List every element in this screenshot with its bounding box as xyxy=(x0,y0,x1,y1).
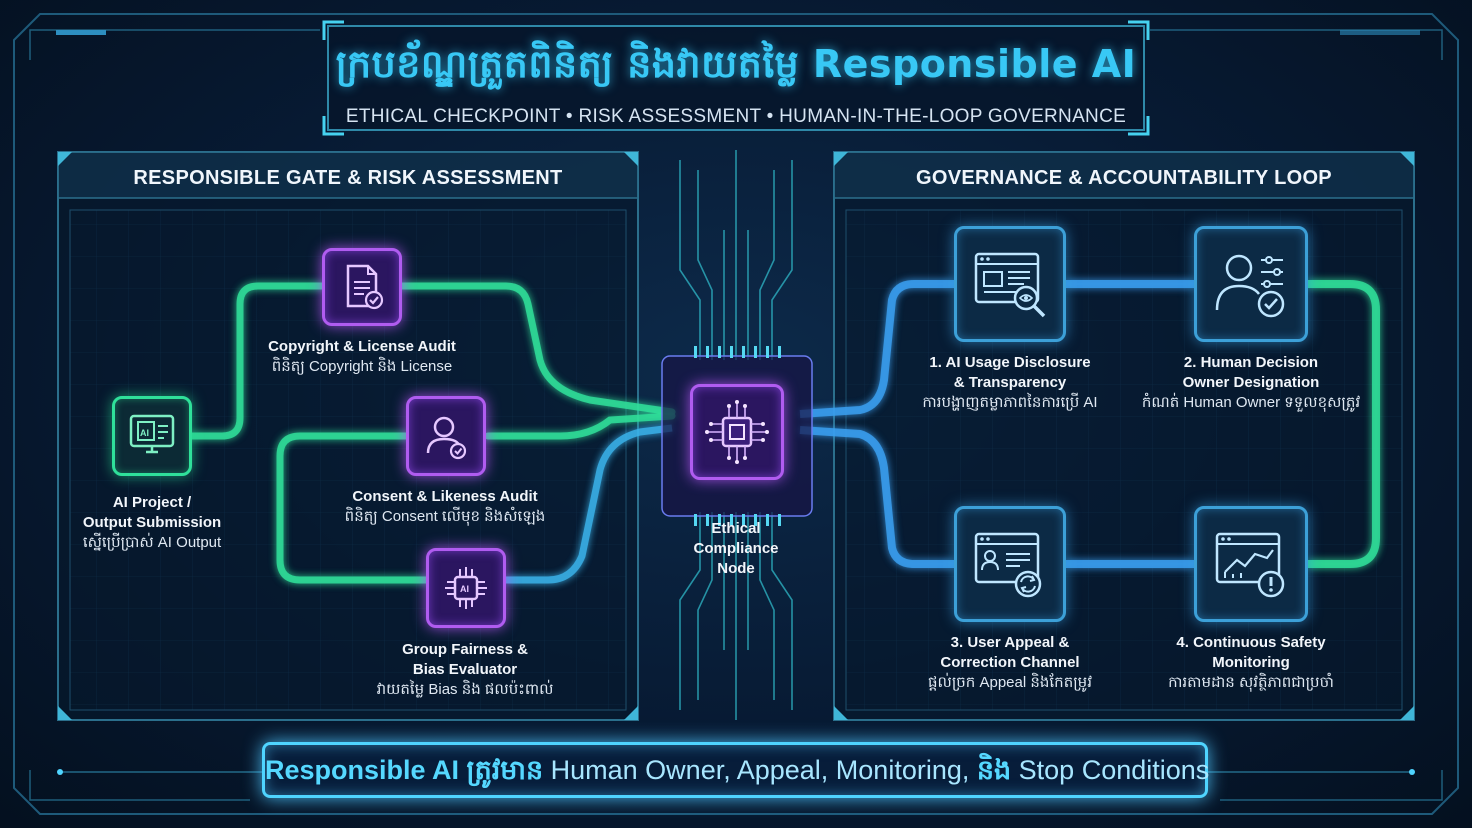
human-owner-icon xyxy=(1215,254,1285,318)
monitoring-alert-icon xyxy=(1215,532,1285,598)
right-panel-title: GOVERNANCE & ACCOUNTABILITY LOOP xyxy=(916,167,1332,189)
processor-chip-icon xyxy=(705,400,769,464)
blue-flow-lines xyxy=(799,280,1380,568)
appeal-refresh-icon xyxy=(974,532,1042,598)
ai-chip-icon: AI xyxy=(445,567,487,609)
person-check-icon xyxy=(426,416,467,460)
consent-audit-node xyxy=(406,396,486,476)
step-4-label: 4. Continuous Safety Monitoring ការតាមដា… xyxy=(1168,634,1334,691)
step-3-label: 3. User Appeal & Correction Channel ផ្តល… xyxy=(928,634,1092,691)
svg-text:AI: AI xyxy=(460,584,469,594)
document-check-icon xyxy=(346,264,384,310)
step-2-label: 2. Human Decision Owner Designation កំណត… xyxy=(1141,354,1361,411)
ethical-compliance-label: Ethical Compliance Node xyxy=(693,520,779,577)
copyright-audit-node xyxy=(322,248,402,326)
header: ក្របខ័ណ្ឌត្រួតពិនិត្យ និងវាយតម្លៃ Respon… xyxy=(328,26,1144,130)
svg-text:AI: AI xyxy=(140,428,149,438)
outer-frame xyxy=(13,13,1459,815)
circuit-traces xyxy=(679,150,793,720)
step-2-node xyxy=(1194,226,1308,342)
fairness-evaluator-node: AI xyxy=(426,548,506,628)
copyright-audit-label: Copyright & License Audit ពិនិត្យ Copyri… xyxy=(268,338,456,375)
blue-flow-line-left xyxy=(506,424,673,584)
title-frame xyxy=(327,25,1145,131)
banner-part-1: Responsible AI ត្រូវមាន xyxy=(265,755,544,785)
step-1-node xyxy=(954,226,1066,342)
step-3-node xyxy=(954,506,1066,622)
banner-part-4: Stop Conditions xyxy=(1011,755,1210,785)
left-panel-title: RESPONSIBLE GATE & RISK ASSESSMENT xyxy=(133,167,563,189)
ai-monitor-icon: AI xyxy=(129,414,175,454)
banner-part-3: និង xyxy=(976,755,1012,785)
ai-project-node: AI xyxy=(112,396,192,476)
consent-audit-label: Consent & Likeness Audit ពិនិត្យ Consent… xyxy=(344,488,546,525)
green-flow-lines xyxy=(188,282,676,584)
step-1-label: 1. AI Usage Disclosure & Transparency កា… xyxy=(922,354,1098,411)
ai-project-label: AI Project / Output Submission ស្នើប្រើប… xyxy=(82,494,222,551)
page-subtitle: ETHICAL CHECKPOINT • RISK ASSESSMENT • H… xyxy=(345,106,1127,127)
ethical-compliance-node xyxy=(690,384,784,480)
fairness-evaluator-label: Group Fairness & Bias Evaluator វាយតម្លៃ… xyxy=(376,641,554,698)
page-title: ក្របខ័ណ្ឌត្រួតពិនិត្យ និងវាយតម្លៃ Respon… xyxy=(335,42,1137,86)
bottom-banner: Responsible AI ត្រូវមាន Human Owner, App… xyxy=(262,742,1210,798)
step-4-node xyxy=(1194,506,1308,622)
disclosure-search-icon xyxy=(974,252,1046,318)
chip-pins xyxy=(694,346,781,526)
banner-part-2: Human Owner, Appeal, Monitoring, xyxy=(543,755,977,785)
